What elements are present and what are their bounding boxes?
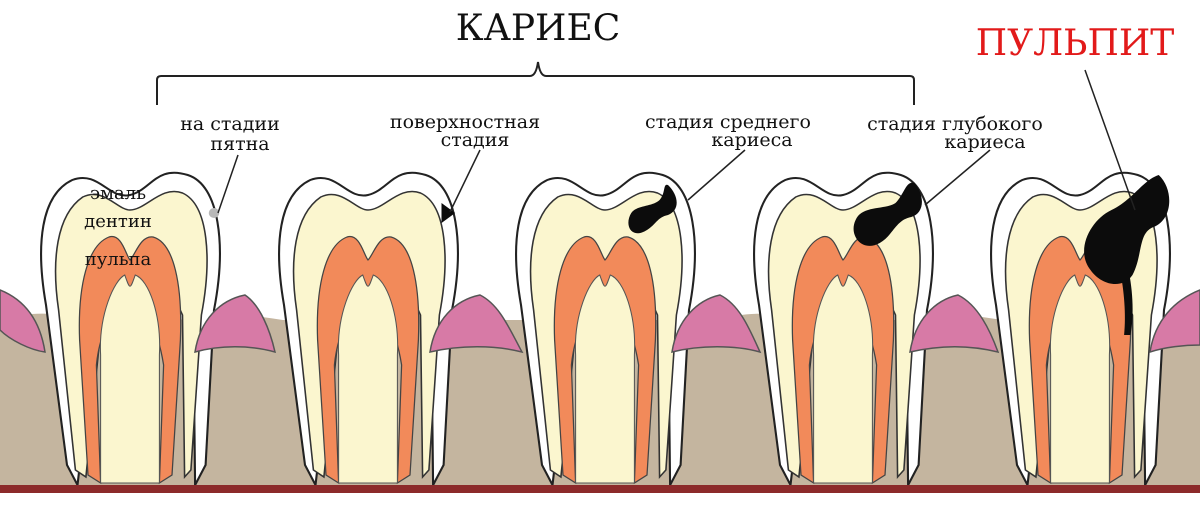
stage-label-spot: на стадии пятна [180, 113, 280, 155]
base-line [0, 485, 1200, 493]
tooth-stage-surface [278, 171, 459, 487]
stage-spot-line1: на стадии [180, 113, 280, 135]
layer-dentin-label: дентин [84, 211, 152, 232]
stage-surface-line2: стадия [441, 129, 510, 151]
stage-deep-line2: кариеса [944, 131, 1025, 153]
stage-surface-line1: поверхностная [390, 111, 540, 133]
stage-medium-line2: кариеса [711, 129, 792, 151]
tooth-stage-deep [753, 171, 934, 487]
layer-enamel-label: эмаль [90, 183, 146, 204]
layer-pulp-label: пульпа [85, 249, 152, 270]
stage-deep-line1: стадия глубокого [867, 113, 1043, 135]
tooth-stage-medium [515, 171, 696, 487]
tooth-stage-spot [40, 171, 221, 487]
stage-spot-line2: пятна [210, 133, 269, 155]
stage-label-surface: поверхностная стадия [390, 111, 540, 151]
pointer-lines [217, 69, 1136, 214]
stage-label-medium: стадия среднего кариеса [645, 111, 811, 151]
caries-title: КАРИЕС [456, 8, 621, 49]
pulpitis-title: ПУЛЬПИТ [976, 23, 1175, 64]
stage-medium-line1: стадия среднего [645, 111, 811, 133]
tooth-pulpitis [990, 171, 1171, 487]
caries-bracket [156, 61, 915, 105]
gum-tips [0, 289, 1200, 354]
stage-label-deep: стадия глубокого кариеса [867, 113, 1043, 153]
